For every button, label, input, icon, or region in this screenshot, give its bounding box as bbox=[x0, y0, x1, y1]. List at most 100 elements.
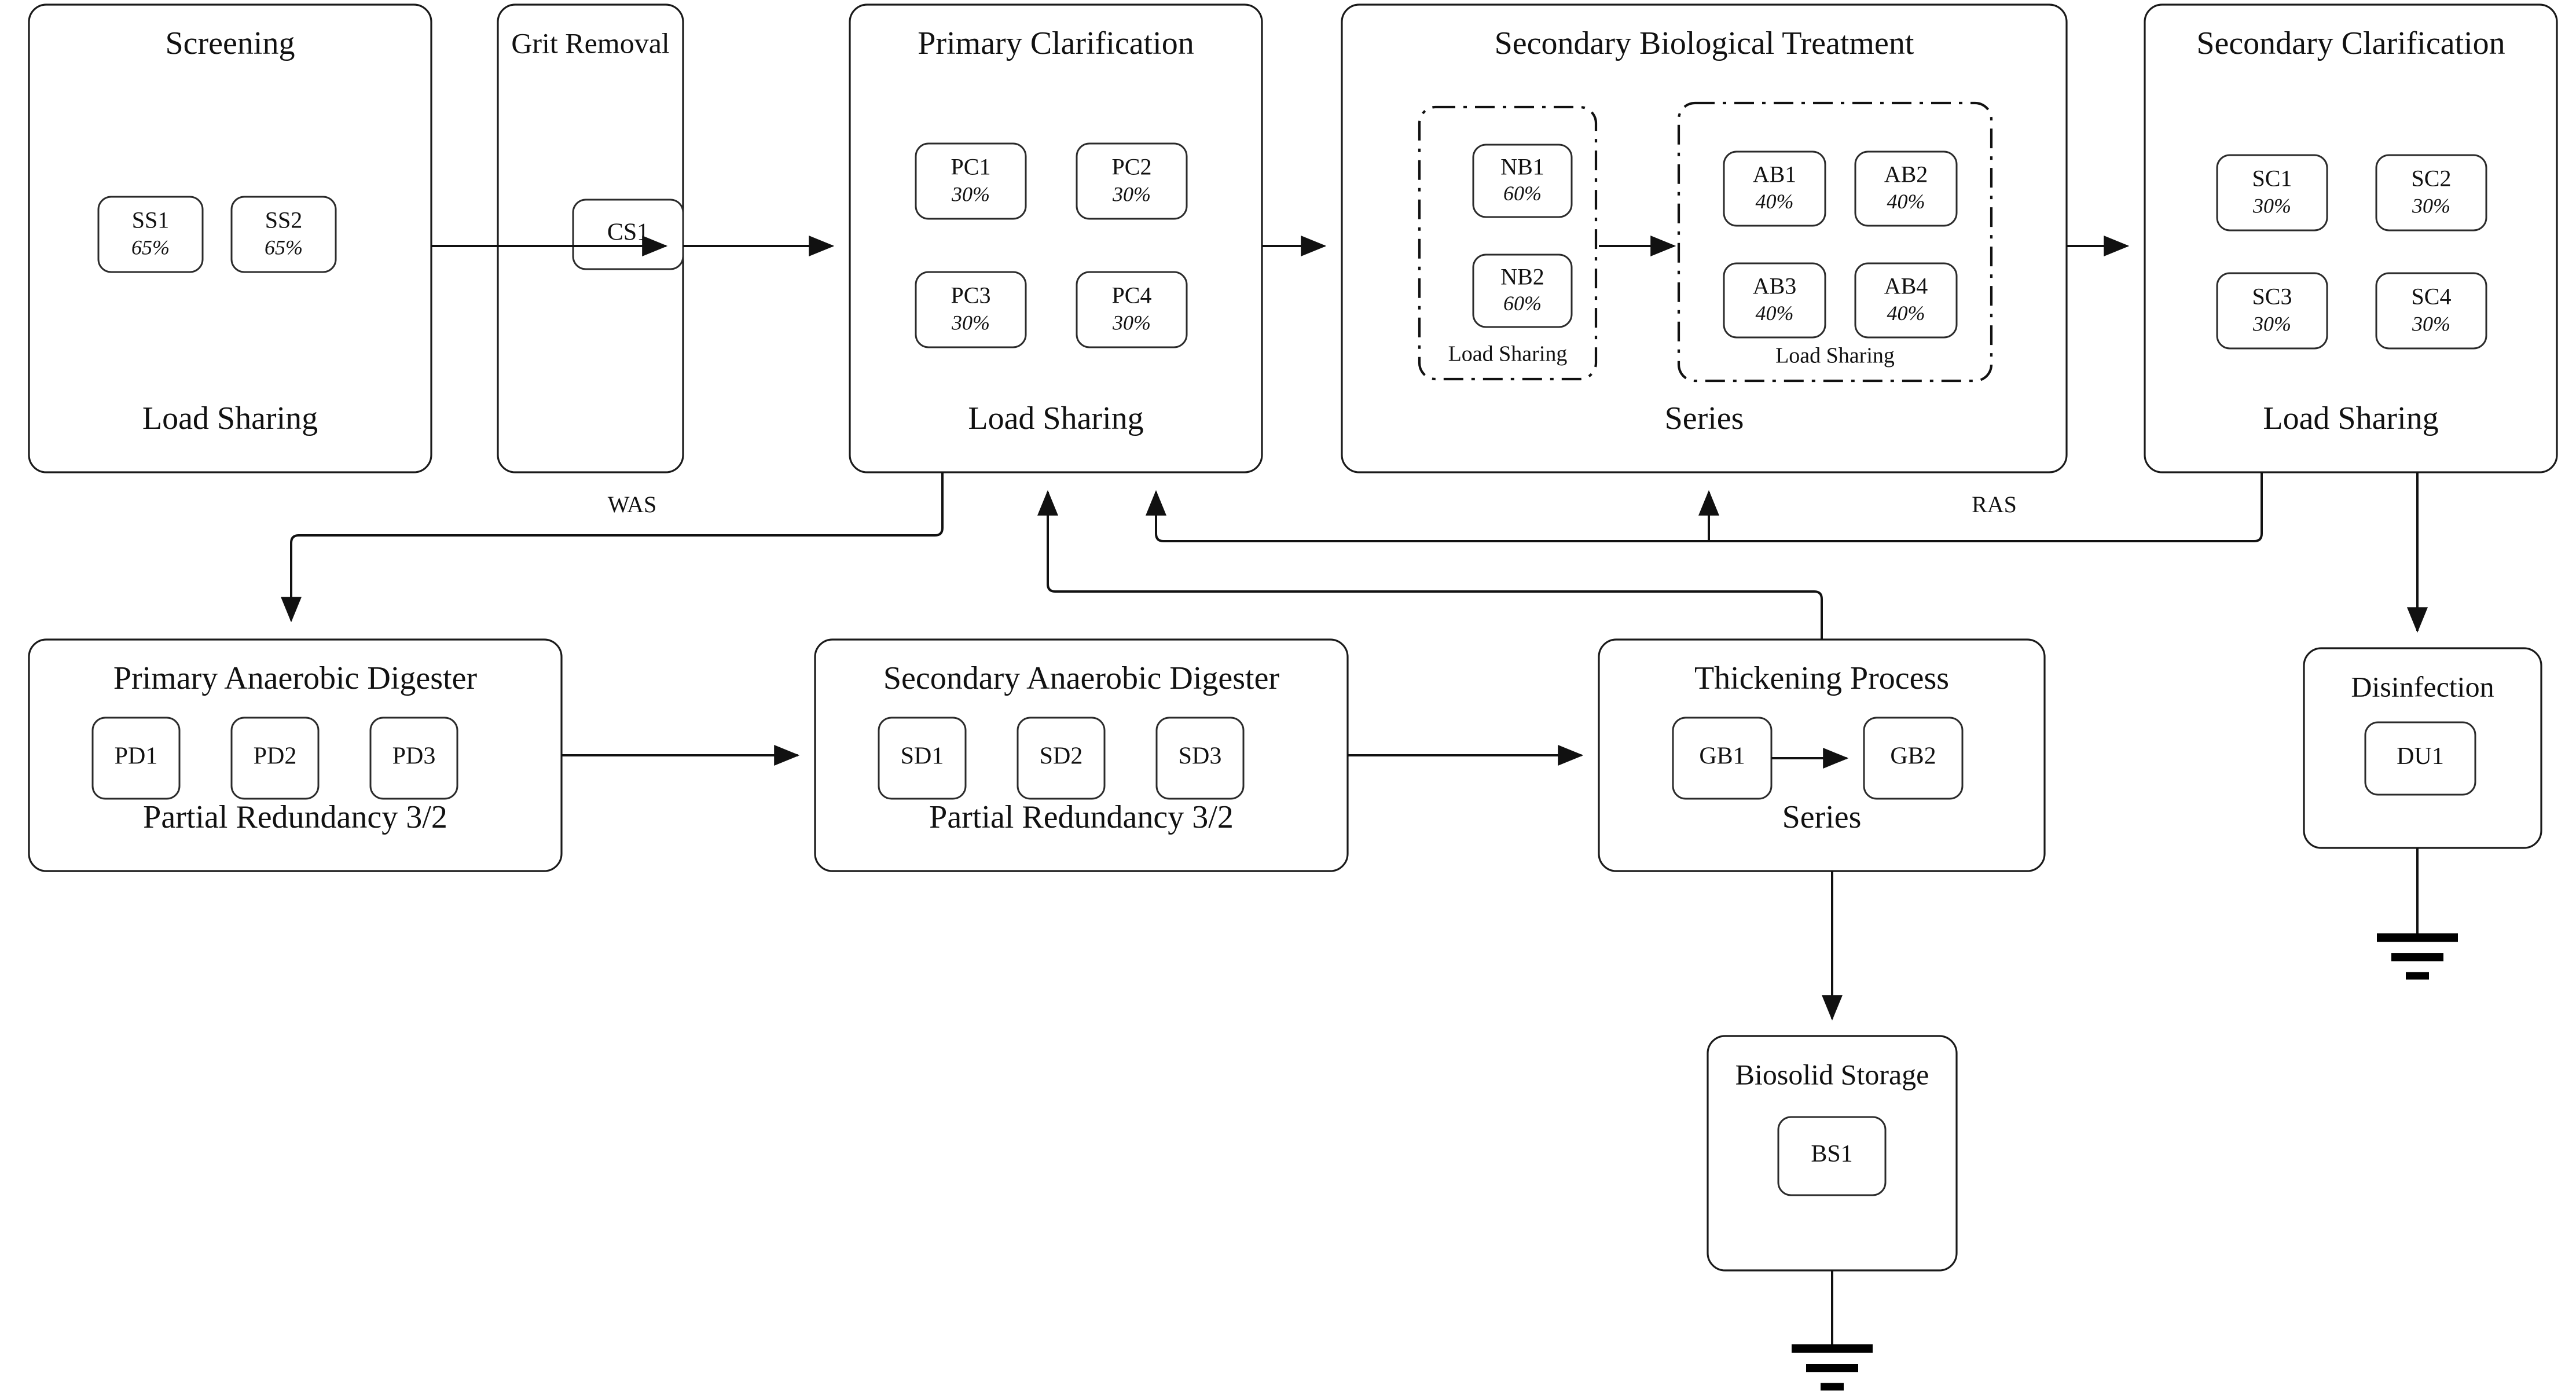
unit-box-pc4[interactable] bbox=[1076, 271, 1188, 348]
unit-capacity-ab4: 40% bbox=[1887, 302, 1925, 325]
edge-label-ras: RAS bbox=[1972, 491, 2017, 517]
unit-sd2[interactable]: SD2 bbox=[1017, 717, 1106, 800]
unit-box-pd3[interactable] bbox=[369, 717, 458, 800]
unit-label-ss1: SS1 bbox=[132, 207, 170, 233]
unit-box-sd1[interactable] bbox=[878, 717, 967, 800]
stage-mode-secondary-biological-treatment: Series bbox=[1665, 401, 1744, 436]
unit-bs1[interactable]: BS1 bbox=[1777, 1116, 1887, 1196]
stage-mode-primary-anaerobic-digester: Partial Redundancy 3/2 bbox=[143, 799, 447, 835]
unit-capacity-pc4: 30% bbox=[1112, 311, 1151, 334]
unit-capacity-nb1: 60% bbox=[1503, 182, 1542, 205]
unit-box-du1[interactable] bbox=[2364, 721, 2476, 796]
unit-label-ab1: AB1 bbox=[1753, 161, 1797, 188]
unit-pd2[interactable]: PD2 bbox=[230, 717, 320, 800]
subgroup-box-nitrification-basins[interactable] bbox=[1418, 105, 1598, 381]
unit-sd1[interactable]: SD1 bbox=[878, 717, 967, 800]
unit-pd3[interactable]: PD3 bbox=[369, 717, 458, 800]
unit-box-sc4[interactable] bbox=[2375, 272, 2487, 350]
unit-box-ab3[interactable] bbox=[1723, 262, 1826, 339]
subgroup-mode-nitrification-basins: Load Sharing bbox=[1448, 342, 1568, 366]
stage-secondary-biological-treatment[interactable]: Secondary Biological TreatmentSeriesNB16… bbox=[1341, 3, 2068, 473]
subgroup-box-aeration-basins[interactable] bbox=[1677, 101, 1993, 383]
stage-box-screening[interactable] bbox=[28, 3, 432, 473]
unit-box-nb1[interactable] bbox=[1472, 144, 1573, 218]
unit-capacity-sc4: 30% bbox=[2412, 312, 2450, 335]
unit-box-ab2[interactable] bbox=[1854, 150, 1958, 227]
unit-box-bs1[interactable] bbox=[1777, 1116, 1887, 1196]
stage-title-biosolid-storage: Biosolid Storage bbox=[1735, 1058, 1929, 1090]
unit-capacity-ss1: 65% bbox=[131, 236, 170, 259]
unit-box-sd3[interactable] bbox=[1155, 717, 1245, 800]
stage-title-secondary-clarification: Secondary Clarification bbox=[2196, 25, 2505, 61]
unit-label-gb1: GB1 bbox=[1699, 743, 1745, 770]
unit-box-pc1[interactable] bbox=[915, 142, 1027, 220]
unit-gb1[interactable]: GB1 bbox=[1672, 717, 1773, 800]
unit-label-pd2: PD2 bbox=[254, 743, 297, 770]
unit-box-nb2[interactable] bbox=[1472, 254, 1573, 328]
stage-box-secondary-clarification[interactable] bbox=[2144, 3, 2558, 473]
stage-title-primary-clarification: Primary Clarification bbox=[918, 25, 1194, 61]
stage-box-secondary-biological-treatment[interactable] bbox=[1341, 3, 2068, 473]
unit-capacity-pc3: 30% bbox=[951, 311, 990, 334]
unit-label-sc3: SC3 bbox=[2252, 283, 2292, 309]
unit-label-cs1: CS1 bbox=[607, 219, 649, 246]
unit-box-sd2[interactable] bbox=[1017, 717, 1106, 800]
unit-label-nb1: NB1 bbox=[1500, 154, 1544, 180]
unit-box-ab1[interactable] bbox=[1723, 150, 1826, 227]
unit-du1[interactable]: DU1 bbox=[2364, 721, 2476, 796]
unit-gb2[interactable]: GB2 bbox=[1863, 717, 1964, 800]
unit-box-pd2[interactable] bbox=[230, 717, 320, 800]
unit-box-ss1[interactable] bbox=[97, 196, 204, 273]
stage-title-primary-anaerobic-digester: Primary Anaerobic Digester bbox=[113, 660, 478, 696]
unit-box-pd1[interactable] bbox=[91, 717, 181, 800]
connector-thickening-return-to-primary-clarification bbox=[1037, 490, 1823, 640]
stage-title-thickening-process: Thickening Process bbox=[1694, 660, 1949, 696]
unit-box-sc1[interactable] bbox=[2216, 154, 2328, 232]
stage-box-primary-clarification[interactable] bbox=[849, 3, 1263, 473]
unit-pd1[interactable]: PD1 bbox=[91, 717, 181, 800]
unit-box-ab4[interactable] bbox=[1854, 262, 1958, 339]
unit-label-pd1: PD1 bbox=[115, 743, 158, 770]
stage-mode-primary-clarification: Load Sharing bbox=[968, 401, 1143, 436]
unit-box-sc2[interactable] bbox=[2375, 154, 2487, 232]
unit-box-gb2[interactable] bbox=[1863, 717, 1964, 800]
unit-capacity-nb2: 60% bbox=[1503, 292, 1542, 315]
unit-box-pc2[interactable] bbox=[1076, 142, 1188, 220]
unit-box-pc3[interactable] bbox=[915, 271, 1027, 348]
unit-box-sc3[interactable] bbox=[2216, 272, 2328, 350]
stage-title-disinfection: Disinfection bbox=[2351, 670, 2494, 703]
unit-box-ss2[interactable] bbox=[230, 196, 337, 273]
unit-label-pc2: PC2 bbox=[1112, 153, 1152, 179]
unit-cs1[interactable]: CS1 bbox=[572, 199, 684, 270]
unit-sd3[interactable]: SD3 bbox=[1155, 717, 1245, 800]
unit-capacity-ab1: 40% bbox=[1756, 190, 1794, 213]
unit-capacity-sc1: 30% bbox=[2252, 194, 2291, 217]
